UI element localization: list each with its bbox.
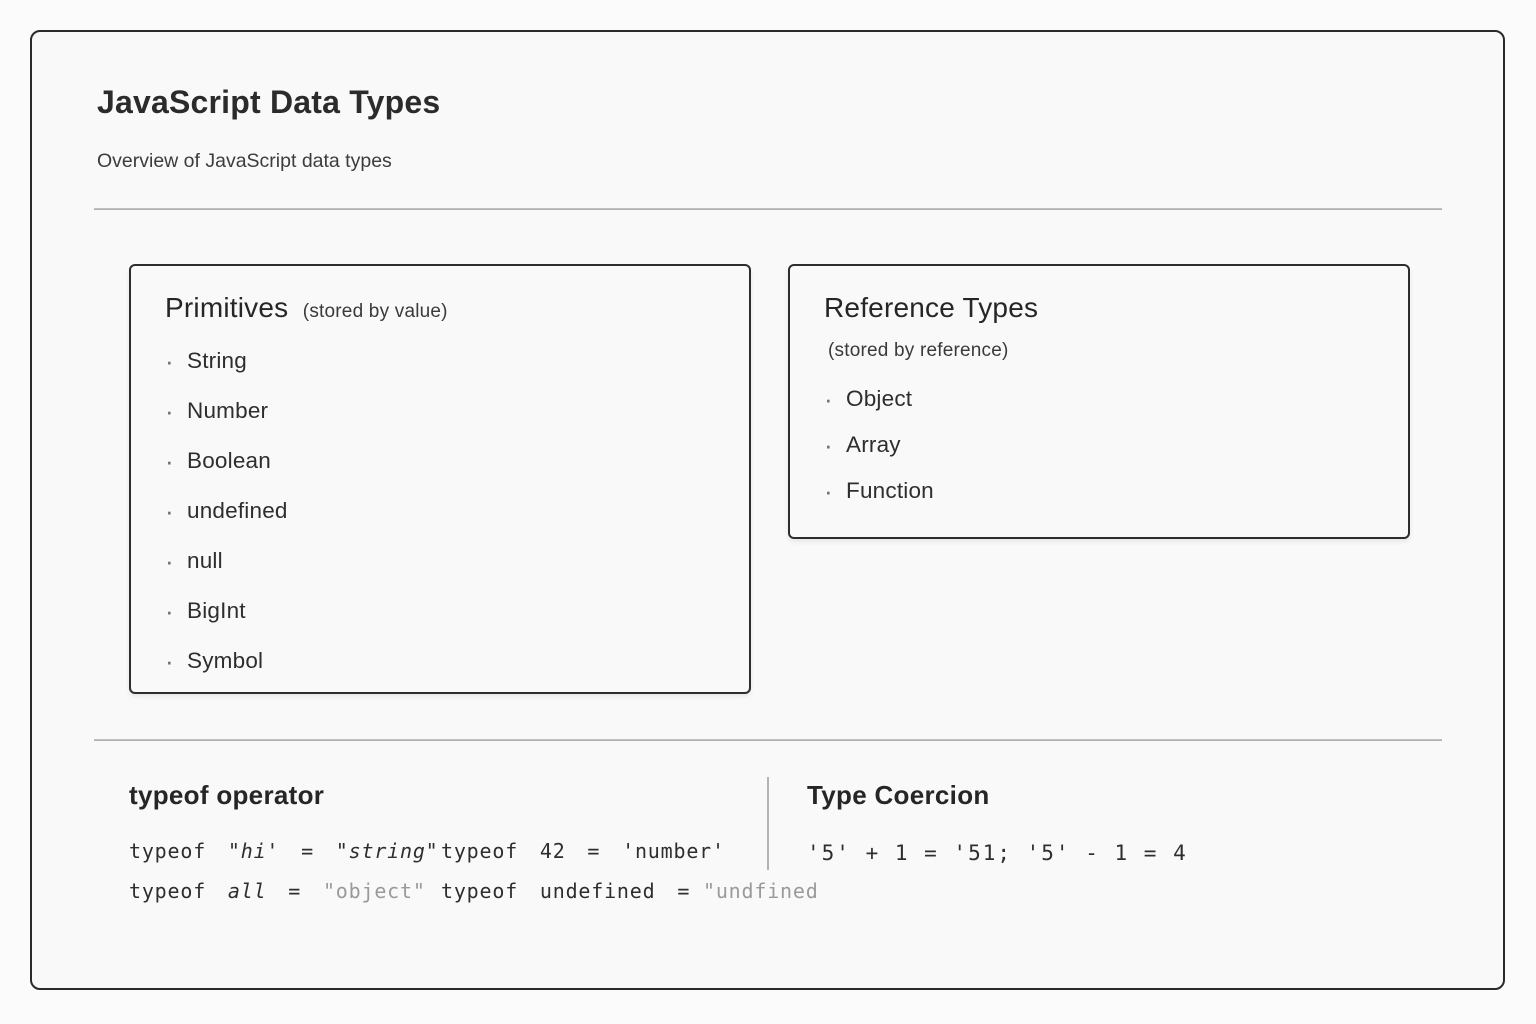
bullet-dot-icon: ·: [824, 476, 833, 506]
primitives-note: (stored by value): [302, 301, 448, 322]
bullet-dot-icon: ·: [824, 384, 833, 414]
page-subtitle: Overview of JavaScript data types: [97, 150, 392, 172]
code-result: "undfined: [703, 879, 819, 903]
list-item-label: null: [187, 548, 223, 573]
list-item-label: BigInt: [187, 598, 246, 623]
page-title: JavaScript Data Types: [97, 84, 441, 120]
reference-title: Reference Types: [824, 292, 1039, 323]
code-equals: =: [301, 839, 314, 863]
primitives-heading-row: Primitives (stored by value): [165, 292, 715, 324]
code-operand: 42: [539, 839, 566, 863]
bullet-dot-icon: ·: [165, 346, 174, 376]
list-item-label: Object: [846, 386, 913, 411]
typeof-example-undefined: typeof undefined = "undfined: [441, 879, 819, 903]
header-divider: [94, 208, 1442, 210]
bullet-dot-icon: ·: [165, 596, 174, 626]
list-item-label: Boolean: [187, 448, 271, 473]
bullet-dot-icon: ·: [165, 496, 174, 526]
section-divider: [94, 739, 1442, 741]
code-equals: =: [288, 879, 302, 903]
code-keyword: typeof: [129, 879, 207, 903]
list-item-label: Array: [846, 432, 901, 457]
typeof-example-null: typeof all = "object": [129, 879, 441, 903]
code-operand: all: [227, 879, 267, 903]
list-item: · BigInt: [165, 596, 715, 626]
vertical-divider: [767, 777, 769, 870]
typeof-section-title: typeof operator: [129, 780, 325, 810]
bullet-dot-icon: ·: [824, 430, 833, 460]
list-item: · Number: [165, 396, 715, 426]
code-operand: undefined: [539, 879, 656, 903]
code-result: 'number': [622, 839, 725, 863]
bullet-dot-icon: ·: [165, 546, 174, 576]
list-item: · Object: [824, 384, 1374, 414]
bullet-dot-icon: ·: [165, 646, 174, 676]
code-result: "object": [322, 879, 426, 903]
typeof-examples: typeof "hi' = "string" typeof 42 = 'numb…: [129, 839, 819, 903]
list-item-label: Symbol: [187, 648, 264, 673]
bullet-dot-icon: ·: [165, 446, 174, 476]
reference-types-box: Reference Types (stored by reference) · …: [788, 264, 1410, 539]
code-keyword: typeof: [441, 839, 519, 863]
list-item: · Function: [824, 476, 1374, 506]
code-keyword: typeof: [441, 879, 519, 903]
coercion-section-title: Type Coercion: [807, 780, 990, 810]
list-item-label: Number: [187, 398, 269, 423]
list-item: · Array: [824, 430, 1374, 460]
code-operand: "hi': [227, 839, 280, 863]
reference-note-row: (stored by reference): [828, 340, 1374, 362]
typeof-example-42: typeof 42 = 'number': [441, 839, 819, 863]
coercion-code-line: '5' + 1 = '51; '5' - 1 = 4: [807, 841, 1188, 865]
list-item-label: String: [187, 348, 247, 373]
typeof-example-hi: typeof "hi' = "string": [129, 839, 441, 863]
reference-heading-row: Reference Types: [824, 292, 1374, 324]
code-equals: =: [677, 879, 691, 903]
code-equals: =: [587, 839, 601, 863]
primitives-list: · String · Number · Boolean · undefined …: [165, 346, 715, 676]
bullet-dot-icon: ·: [165, 396, 174, 426]
list-item: · Symbol: [165, 646, 715, 676]
typeof-operator-section: typeof operator typeof "hi' = "string" t…: [129, 780, 819, 903]
list-item: · String: [165, 346, 715, 376]
primitives-title: Primitives: [165, 292, 289, 323]
reference-note: (stored by reference): [828, 340, 1009, 361]
code-result: "string": [335, 839, 439, 863]
list-item-label: undefined: [187, 498, 288, 523]
list-item-label: Function: [846, 478, 934, 503]
main-card: JavaScript Data Types Overview of JavaSc…: [30, 30, 1505, 990]
list-item: · undefined: [165, 496, 715, 526]
type-coercion-section: Type Coercion '5' + 1 = '51; '5' - 1 = 4: [807, 780, 1188, 865]
list-item: · Boolean: [165, 446, 715, 476]
reference-list: · Object · Array · Function: [824, 384, 1374, 506]
list-item: · null: [165, 546, 715, 576]
code-keyword: typeof: [129, 839, 207, 863]
primitives-box: Primitives (stored by value) · String · …: [129, 264, 751, 694]
